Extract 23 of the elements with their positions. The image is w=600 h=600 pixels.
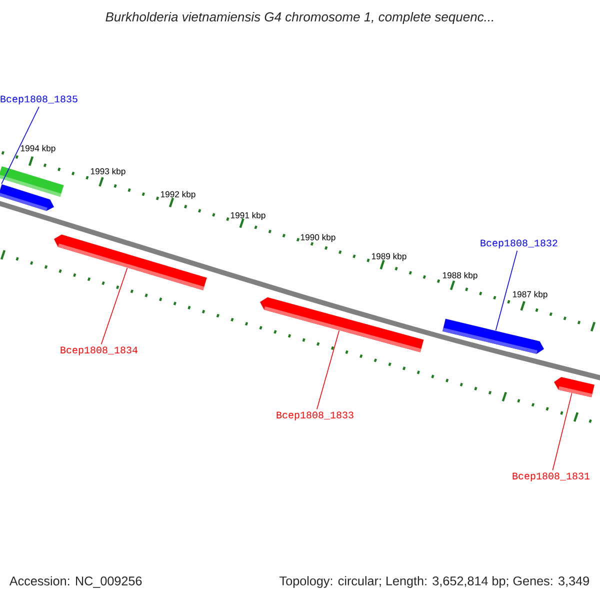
gene-feature	[54, 234, 207, 290]
gene-feature	[554, 377, 594, 398]
gene-feature	[0, 184, 54, 211]
scale-label: 1993 kbp	[90, 168, 126, 176]
scale-label: 1989 kbp	[372, 252, 406, 262]
leader-line	[495, 250, 518, 331]
gene-label: Bcep1808_1832	[480, 240, 558, 248]
gene-label: Bcep1808_1831	[512, 472, 590, 482]
gene-label: Bcep1808_1833	[276, 412, 354, 420]
gene-label: Bcep1808_1834	[60, 346, 138, 356]
gene-feature	[260, 297, 424, 352]
scale-label: 1990 kbp	[300, 234, 336, 242]
leader-line	[552, 392, 572, 471]
gene-label: Bcep1808_1835	[0, 96, 78, 104]
gene-feature	[442, 318, 544, 354]
scale-label: 1988 kbp	[442, 272, 478, 280]
scale-label: 1992 kbp	[160, 190, 196, 200]
title: Burkholderia vietnamiensis G4 chromosome 1, complete sequenc...	[106, 12, 494, 24]
accession-text: Accession: NC_009256	[9, 576, 142, 588]
leader-line	[100, 268, 128, 345]
leader-line	[1, 106, 40, 184]
summary-text: Topology: circular; Length: 3,652,814 bp; Genes: 3,349	[280, 576, 589, 588]
leader-line	[316, 330, 340, 410]
